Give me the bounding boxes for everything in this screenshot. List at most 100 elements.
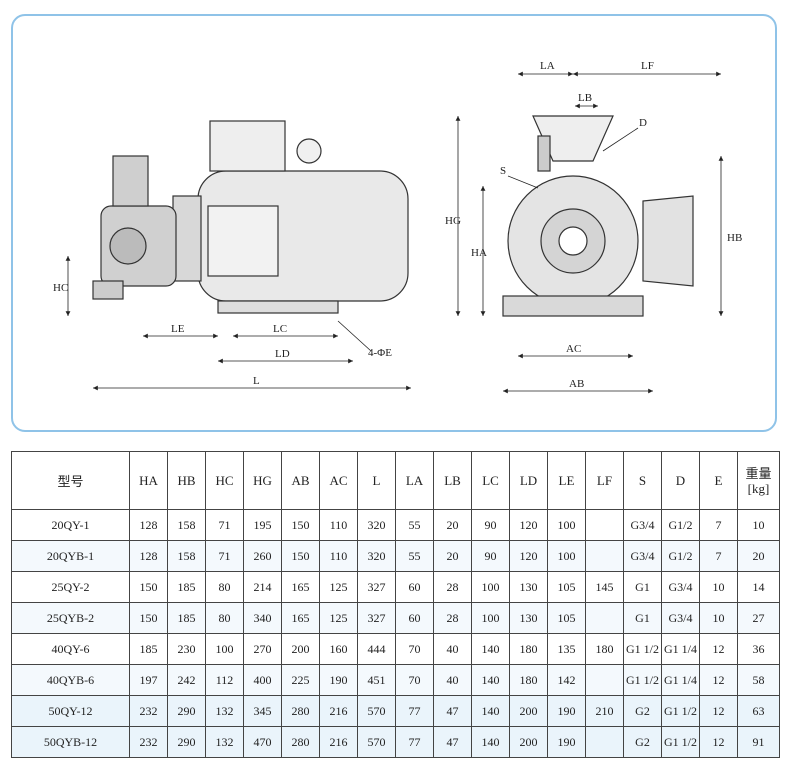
table-cell-ha: 150 (129, 602, 168, 634)
table-cell-e: 12 (699, 695, 738, 727)
table-cell-lb: 47 (433, 695, 472, 727)
table-cell-le: 190 (547, 726, 586, 758)
table-cell-lc: 140 (471, 664, 510, 696)
table-cell-ld: 120 (509, 509, 548, 541)
table-cell-lb: 28 (433, 602, 472, 634)
column-header: AB (281, 451, 320, 510)
dim-label-ha: HA (471, 247, 487, 259)
table-cell-l: 570 (357, 726, 396, 758)
table-cell-ld: 120 (509, 540, 548, 572)
table-cell-hb: 158 (167, 509, 206, 541)
table-cell-lb: 47 (433, 726, 472, 758)
column-header: HC (205, 451, 244, 510)
column-header: HA (129, 451, 168, 510)
table-cell-d: G3/4 (661, 571, 700, 603)
column-header: D (661, 451, 700, 510)
dim-label-l: L (253, 375, 260, 387)
table-cell-model: 40QY-6 (11, 633, 130, 665)
table-cell-le: 142 (547, 664, 586, 696)
column-header: LD (509, 451, 548, 510)
table-cell-s: G2 (623, 726, 662, 758)
table-cell-la: 70 (395, 633, 434, 665)
column-header: 型号 (11, 451, 130, 510)
table-cell-d: G1/2 (661, 540, 700, 572)
column-header: HG (243, 451, 282, 510)
column-header: LF (585, 451, 624, 510)
table-cell-ha: 150 (129, 571, 168, 603)
table-cell-model: 40QYB-6 (11, 664, 130, 696)
table-cell-la: 60 (395, 571, 434, 603)
table-cell-lb: 28 (433, 571, 472, 603)
table-cell-hc: 71 (205, 540, 244, 572)
table-cell-lb: 20 (433, 540, 472, 572)
table-cell-hc: 132 (205, 726, 244, 758)
pump-front-view (502, 115, 694, 317)
table-cell-lc: 140 (471, 726, 510, 758)
table-cell-hc: 112 (205, 664, 244, 696)
table-cell-ld: 130 (509, 571, 548, 603)
table-cell-le: 100 (547, 540, 586, 572)
table-cell-hb: 242 (167, 664, 206, 696)
table-cell-w: 27 (737, 602, 780, 634)
front-dimension-lines (455, 71, 724, 394)
table-cell-ab: 165 (281, 571, 320, 603)
table-cell-lf: 210 (585, 695, 624, 727)
table-cell-lf: 145 (585, 571, 624, 603)
column-header: LB (433, 451, 472, 510)
dim-label-d: D (639, 117, 647, 129)
table-cell-la: 55 (395, 540, 434, 572)
table-cell-ld: 200 (509, 726, 548, 758)
table-cell-ac: 110 (319, 540, 358, 572)
column-header: LA (395, 451, 434, 510)
table-cell-s: G1 (623, 602, 662, 634)
table-cell-model: 50QYB-12 (11, 726, 130, 758)
table-cell-le: 135 (547, 633, 586, 665)
table-cell-w: 91 (737, 726, 780, 758)
table-cell-w: 58 (737, 664, 780, 696)
table-cell-lf (585, 664, 624, 696)
table-cell-hc: 100 (205, 633, 244, 665)
table-cell-s: G1 1/2 (623, 633, 662, 665)
table-cell-hg: 400 (243, 664, 282, 696)
table-cell-model: 20QY-1 (11, 509, 130, 541)
table-cell-s: G3/4 (623, 509, 662, 541)
table-cell-hb: 185 (167, 571, 206, 603)
table-cell-ld: 130 (509, 602, 548, 634)
table-cell-hg: 470 (243, 726, 282, 758)
table-cell-s: G2 (623, 695, 662, 727)
table-cell-lc: 90 (471, 509, 510, 541)
column-header: AC (319, 451, 358, 510)
technical-drawing: HC LE LC LD L 4-ΦE LA LF LB D S HG HA HB… (53, 60, 742, 394)
table-cell-l: 570 (357, 695, 396, 727)
table-cell-le: 105 (547, 571, 586, 603)
table-cell-l: 451 (357, 664, 396, 696)
table-cell-la: 77 (395, 695, 434, 727)
table-cell-lf (585, 602, 624, 634)
dim-label-hc: HC (53, 282, 68, 294)
table-cell-ab: 150 (281, 540, 320, 572)
table-cell-d: G1 1/2 (661, 726, 700, 758)
table-cell-lf (585, 509, 624, 541)
table-cell-hb: 158 (167, 540, 206, 572)
dim-label-bolt: 4-ΦE (368, 347, 392, 359)
table-cell-lb: 40 (433, 633, 472, 665)
table-cell-ab: 225 (281, 664, 320, 696)
table-cell-ac: 125 (319, 602, 358, 634)
dim-label-lb: LB (578, 92, 592, 104)
table-cell-ha: 232 (129, 695, 168, 727)
table-cell-hg: 340 (243, 602, 282, 634)
table-cell-hg: 345 (243, 695, 282, 727)
table-cell-ld: 200 (509, 695, 548, 727)
table-cell-ab: 150 (281, 509, 320, 541)
column-header: S (623, 451, 662, 510)
drawing-panel: HC LE LC LD L 4-ΦE LA LF LB D S HG HA HB… (11, 14, 777, 432)
table-cell-ac: 160 (319, 633, 358, 665)
table-cell-d: G1 1/4 (661, 664, 700, 696)
